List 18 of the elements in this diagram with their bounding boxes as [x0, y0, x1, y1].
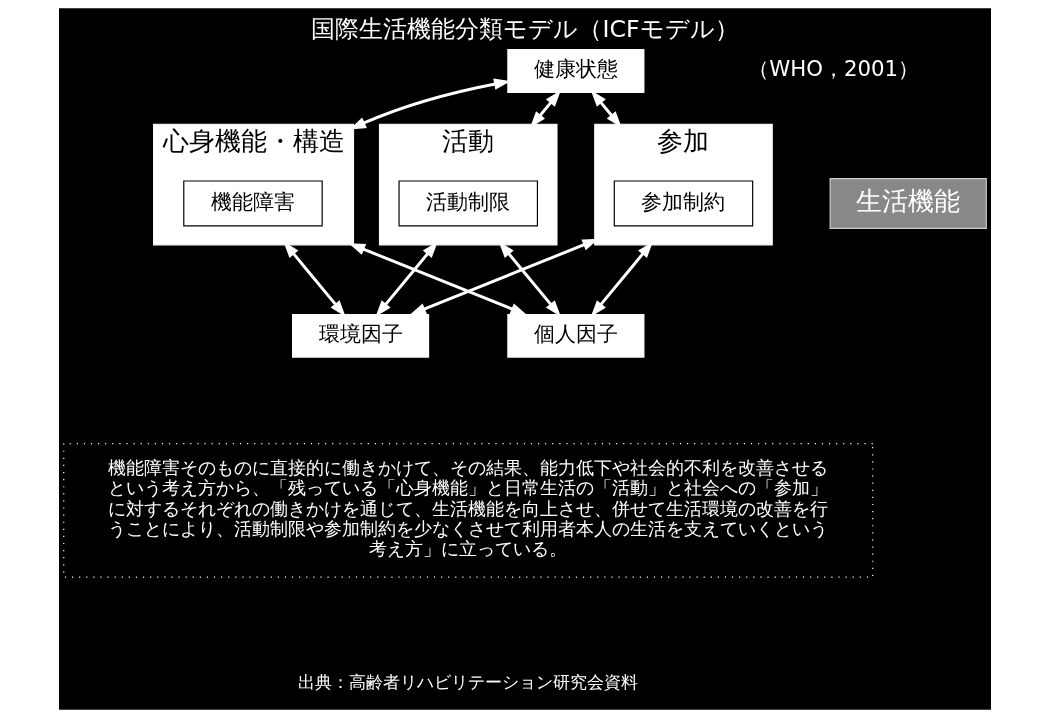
node-box: 機能障害そのものに直接的に働きかけて、その結果、能力低下や社会的不利を改善させるという考え方から、「残っている「心身機能」と日常生活の「活動」と社会への「参加」に対するそれぞれの働きかけを通じて、生活機能を向上させ、併せて生活環境の改善を行うことにより、活動制限や参加制約を少なくさせて利用者本人の生活を支えていくという考え方」に立っている。 — [62, 443, 873, 578]
node-box: 活動制限 — [397, 180, 538, 227]
diagram-title: 国際生活機能分類モデル（ICFモデル） — [310, 14, 739, 43]
arrow — [282, 241, 346, 317]
label: （WHO，2001） — [747, 56, 919, 82]
node-box: 機能障害 — [182, 180, 323, 227]
node-box: 生活機能 — [829, 178, 987, 229]
arrow — [590, 241, 653, 317]
node-box: 参加制約 — [613, 180, 753, 227]
node-box: 環境因子 — [290, 312, 430, 359]
node-box: 健康状態 — [505, 47, 646, 95]
arrow — [375, 241, 438, 317]
label: 出典：高齢者リハビリテーション研究会資料 — [297, 673, 638, 693]
arrow — [529, 90, 561, 128]
node-box: 個人因子 — [505, 312, 646, 359]
arrow — [590, 90, 622, 128]
arrow — [348, 243, 527, 316]
arrow — [498, 241, 561, 317]
